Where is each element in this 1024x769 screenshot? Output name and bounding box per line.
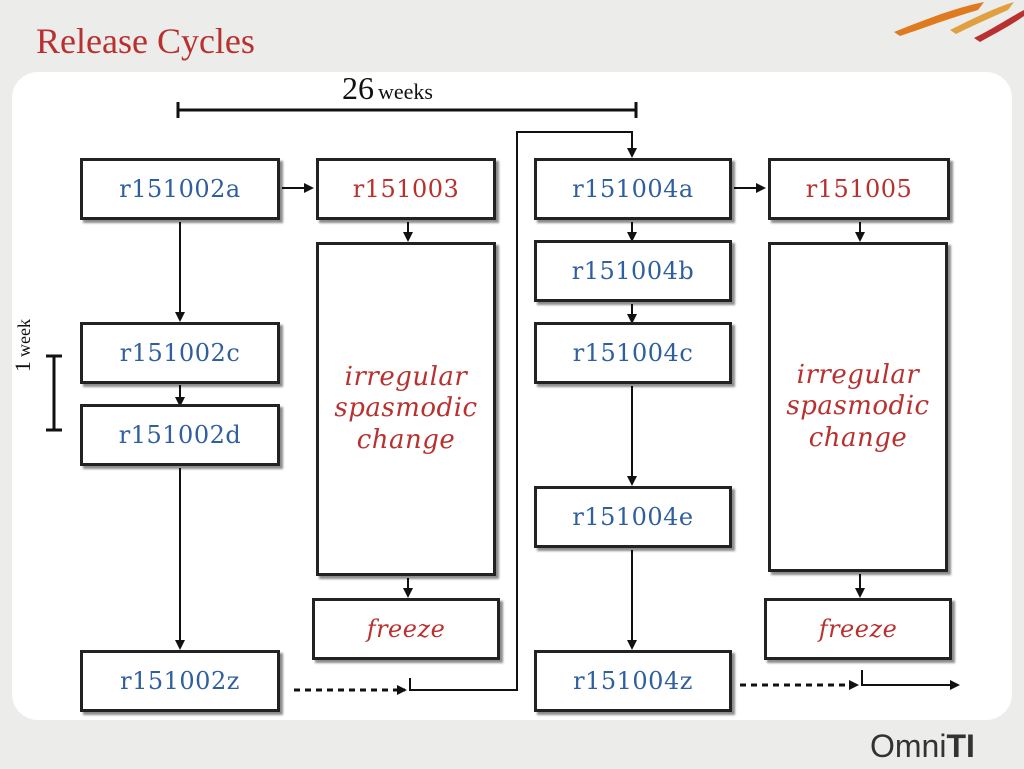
change-line-2: spasmodic xyxy=(786,391,930,422)
freeze-box-2: freeze xyxy=(764,598,952,660)
change-line-3: change xyxy=(356,424,456,455)
slide-title: Release Cycles xyxy=(36,21,255,61)
brand-swoosh-icon xyxy=(894,2,1024,42)
release-box-r151004c: r151004c xyxy=(534,322,732,384)
span-1-number: 1 xyxy=(10,361,35,372)
release-box-r151005: r151005 xyxy=(768,158,950,220)
change-block-1: irregular spasmodic change xyxy=(316,242,496,576)
freeze-box-1: freeze xyxy=(312,598,500,660)
release-box-r151004z: r151004z xyxy=(534,650,732,712)
release-box-r151004b: r151004b xyxy=(534,240,732,302)
omniti-logo: OmniTI xyxy=(870,728,975,765)
change-line-1: irregular xyxy=(344,362,468,393)
change-line-3: change xyxy=(808,422,908,453)
release-box-r151002a: r151002a xyxy=(80,158,280,220)
release-box-r151002z: r151002z xyxy=(80,650,280,712)
release-box-r151003: r151003 xyxy=(316,158,496,220)
span-26-weeks-label: 26 weeks xyxy=(342,70,433,107)
logo-prefix: Omni xyxy=(870,728,947,764)
change-block-2: irregular spasmodic change xyxy=(768,242,948,572)
span-1-week-label: 1 week xyxy=(10,319,36,372)
release-box-r151002d: r151002d xyxy=(80,404,280,466)
span-1-unit: week xyxy=(14,319,34,357)
release-box-r151004a: r151004a xyxy=(534,158,732,220)
span-26-number: 26 xyxy=(342,70,374,106)
release-box-r151002c: r151002c xyxy=(80,322,280,384)
release-box-r151004e: r151004e xyxy=(534,486,732,548)
logo-suffix: TI xyxy=(946,728,975,764)
change-line-1: irregular xyxy=(796,360,920,391)
span-26-unit: weeks xyxy=(378,79,433,104)
change-line-2: spasmodic xyxy=(334,393,478,424)
